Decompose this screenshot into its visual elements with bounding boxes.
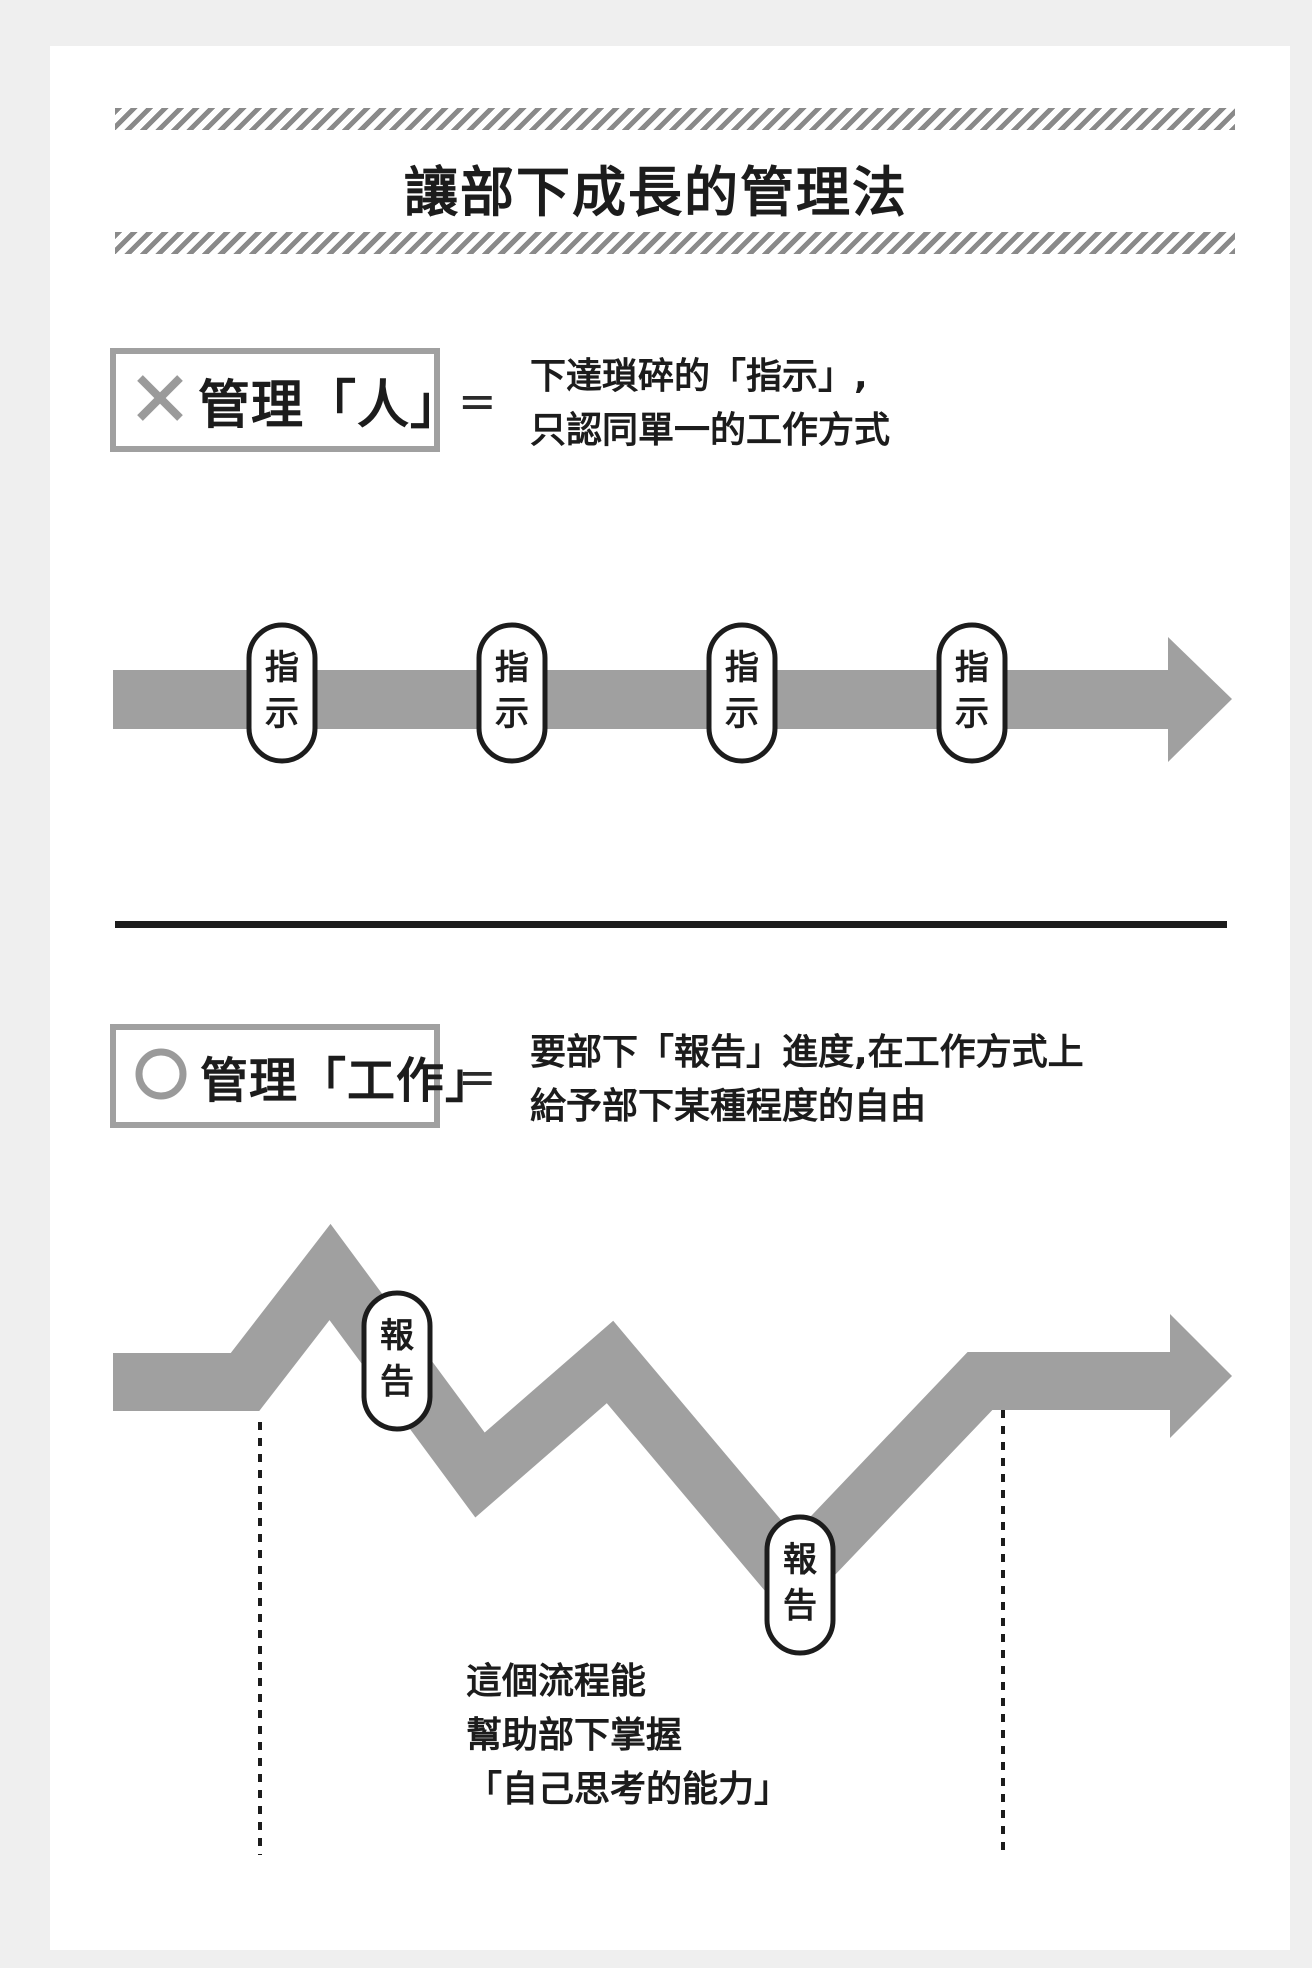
bad-method-description: 下達瑣碎的「指示」, 只認同單一的工作方式 [530, 350, 890, 458]
flow-caption-line-3: 「自己思考的能力」 [466, 1769, 791, 1810]
report-pill-char-1: 報 [380, 1316, 414, 1356]
page-title: 讓部下成長的管理法 [404, 161, 908, 224]
bad-method-description-line-2: 只認同單一的工作方式 [530, 410, 891, 451]
good-method-description-line-2: 給予部下某種程度的自由 [530, 1086, 927, 1127]
instruction-pill-char-1: 指 [265, 648, 299, 688]
bottom-hatch-divider [115, 232, 1235, 254]
flow-caption: 這個流程能 幫助部下掌握 「自己思考的能力」 [466, 1655, 790, 1817]
instruction-pill: 指 示 [476, 622, 548, 764]
cross-icon [134, 372, 186, 428]
instruction-pill: 指 示 [246, 622, 318, 764]
instruction-pill-char-1: 指 [725, 648, 759, 688]
flow-caption-line-1: 這個流程能 [466, 1661, 647, 1702]
straight-arrow [113, 637, 1232, 762]
instruction-pill: 指 示 [706, 622, 778, 764]
good-method-label-box: 管理「工作」 [110, 1024, 493, 1128]
bad-method-label: 管理「人」 [198, 375, 464, 436]
report-pill-char-2: 告 [380, 1362, 414, 1402]
instruction-pill: 指 示 [936, 622, 1008, 764]
instruction-pill-char-1: 指 [955, 648, 989, 688]
zigzag-arrow-head [1170, 1314, 1232, 1438]
instruction-pill-char-2: 示 [955, 694, 989, 734]
report-pill-char-2: 告 [783, 1586, 817, 1626]
report-pill-char-1: 報 [783, 1540, 817, 1580]
top-hatch-divider [115, 108, 1235, 130]
instruction-pill-char-2: 示 [725, 694, 759, 734]
good-method-description-line-1: 要部下「報告」進度,在工作方式上 [530, 1032, 1084, 1073]
flow-caption-line-2: 幫助部下掌握 [466, 1715, 683, 1756]
instruction-pill-char-2: 示 [495, 694, 529, 734]
good-method-equals: = [458, 1050, 497, 1104]
good-method-description: 要部下「報告」進度,在工作方式上 給予部下某種程度的自由 [530, 1026, 1084, 1134]
zigzag-arrow-body [113, 1223, 1172, 1622]
section-divider [115, 921, 1227, 928]
instruction-pill-char-2: 示 [265, 694, 299, 734]
circle-icon [134, 1047, 188, 1105]
bad-method-equals: = [458, 374, 497, 428]
report-pill: 報 告 [764, 1514, 836, 1656]
bad-method-description-line-1: 下達瑣碎的「指示」, [530, 356, 868, 397]
report-pill: 報 告 [361, 1290, 433, 1432]
instruction-pill-char-1: 指 [495, 648, 529, 688]
bad-method-label-box: 管理「人」 [110, 348, 462, 452]
good-method-label: 管理「工作」 [200, 1053, 495, 1109]
